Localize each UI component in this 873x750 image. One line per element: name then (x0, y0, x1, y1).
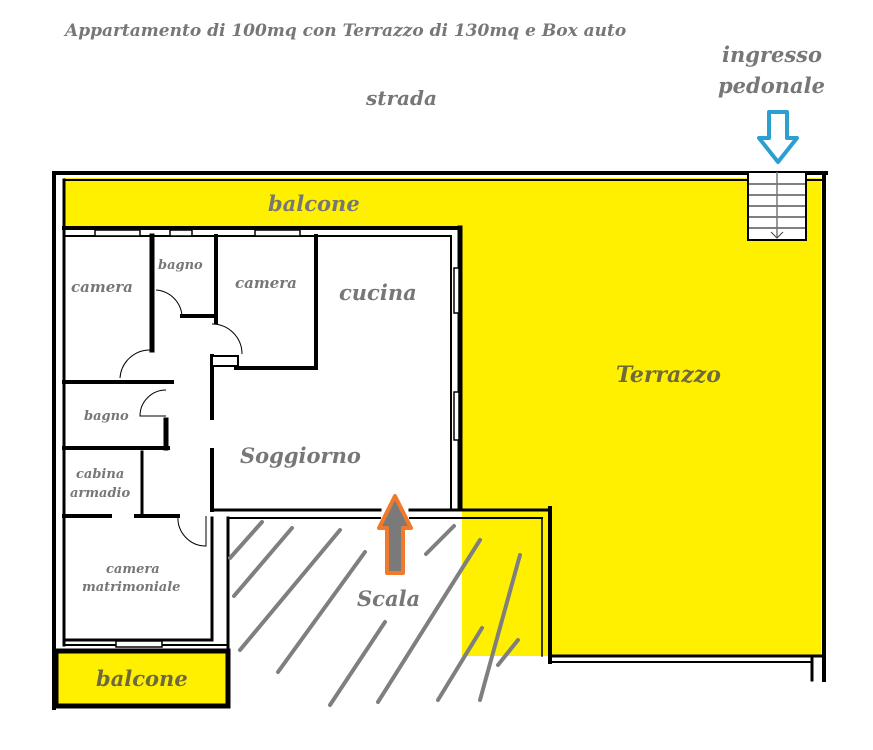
street-label: strada (365, 86, 437, 110)
room-label-cabina: cabina (76, 467, 124, 482)
room-label-camera-1: camera (71, 278, 133, 296)
entrance-label-line2: pedonale (718, 73, 825, 98)
room-label-matrimoniale-1: camera (106, 562, 160, 577)
balcony-bottom-label: balcone (96, 666, 188, 691)
terrace-label: Terrazzo (616, 362, 721, 388)
room-label-armadio: armadio (70, 486, 130, 501)
entrance-stairs (747, 171, 807, 241)
room-label-matrimoniale-2: matrimoniale (82, 580, 180, 595)
room-label-cucina: cucina (339, 280, 417, 305)
stairs-label: Scala (357, 586, 420, 611)
plan-title: Appartamento di 100mq con Terrazzo di 13… (63, 21, 626, 41)
doors (119, 289, 243, 547)
stairs-hatch (228, 520, 522, 707)
room-label-soggiorno: Soggiorno (240, 443, 361, 468)
windows (94, 229, 460, 648)
room-label-camera-2: camera (235, 274, 297, 292)
terrace-area (64, 178, 821, 656)
stairs-arrow-icon (377, 494, 413, 575)
entrance-label-line1: ingresso (722, 42, 822, 67)
room-label-bagno-2: bagno (84, 409, 129, 424)
entrance-arrow-icon (757, 110, 799, 164)
balcony-top-label: balcone (268, 191, 360, 216)
room-label-bagno-1: bagno (158, 258, 203, 273)
walls (52, 171, 828, 710)
